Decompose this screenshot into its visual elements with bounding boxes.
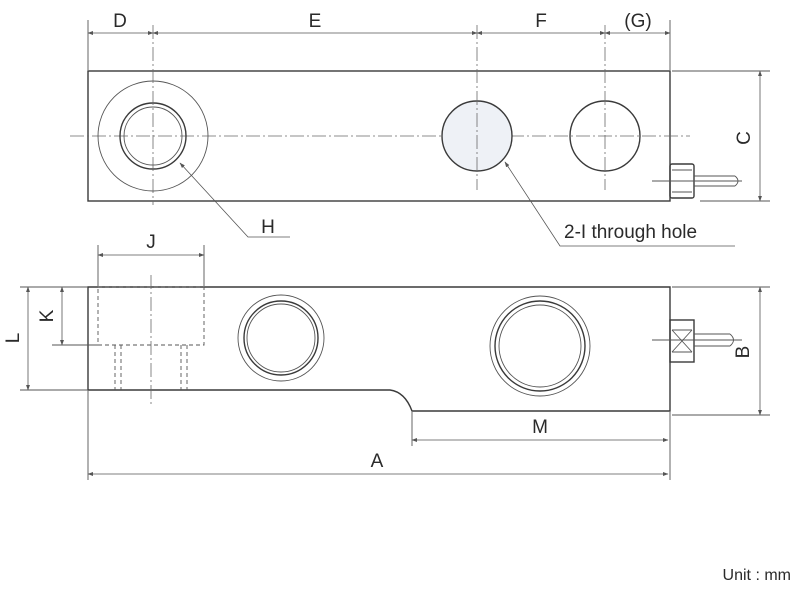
top-view: D E F (G) C H 2-I through hole (70, 11, 770, 247)
label-A: A (371, 451, 384, 472)
side-hole-left-outer (237, 294, 325, 382)
label-F: F (535, 11, 547, 32)
label-C: C (734, 131, 755, 145)
side-hole-right (494, 300, 586, 392)
unit-note: Unit : mm (723, 567, 791, 584)
side-hole-left (243, 300, 319, 376)
thread-hidden-lines (114, 345, 188, 390)
side-view-body (87, 286, 671, 412)
label-M: M (532, 417, 548, 438)
label-E: E (309, 11, 322, 32)
cable-gland-top (652, 163, 742, 199)
side-hole-right-outer (489, 295, 591, 397)
label-through-hole: 2-I through hole (564, 222, 697, 243)
leader-H (179, 162, 290, 238)
side-hole-right-inner (498, 304, 582, 388)
side-view: J K L B M A (3, 232, 770, 480)
label-G: (G) (624, 11, 651, 32)
leader-through-hole (504, 161, 735, 247)
label-D: D (113, 11, 127, 32)
label-B: B (733, 346, 754, 359)
label-L: L (3, 333, 24, 344)
side-hole-left-inner (246, 303, 316, 373)
label-H: H (261, 217, 275, 238)
label-K: K (37, 309, 58, 322)
cable-gland-side (652, 319, 742, 363)
label-J: J (146, 232, 156, 253)
